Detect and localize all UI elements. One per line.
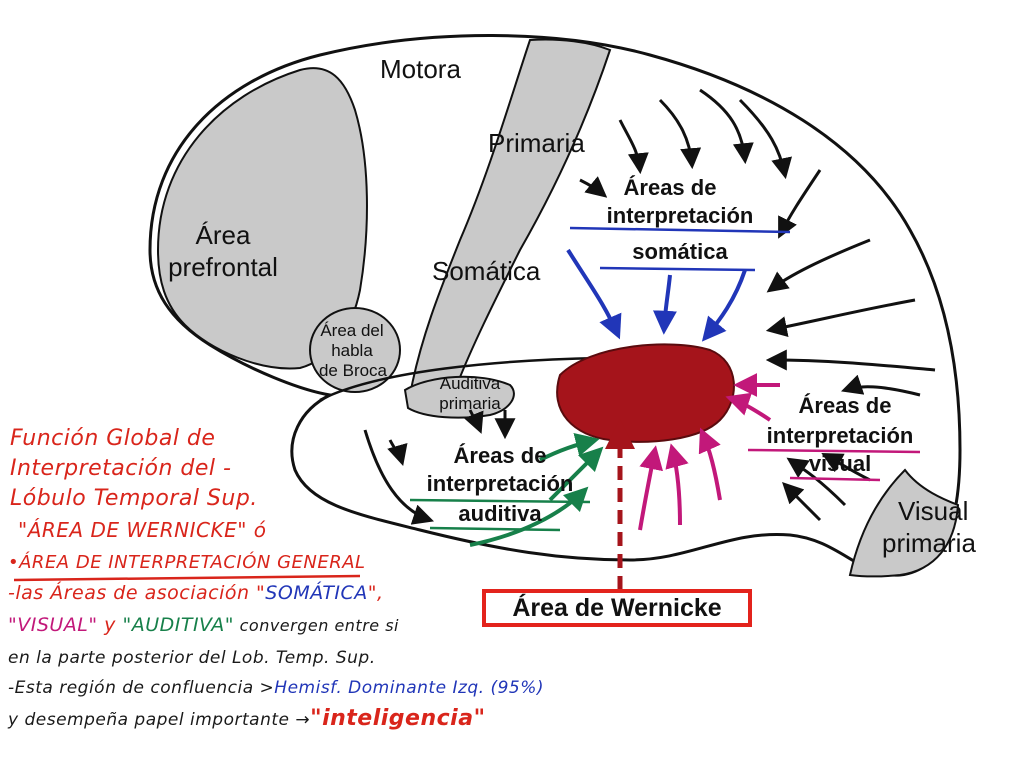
label-broca-1: Área del — [320, 321, 384, 340]
temporal-arrows — [363, 409, 516, 525]
wernicke-label-box: Área de Wernicke — [482, 589, 752, 627]
broca-region — [309, 307, 401, 393]
label-motora: Motora — [380, 54, 461, 84]
note-line-6-a: -las Áreas de asociación " — [8, 582, 266, 604]
label-primaria: Primaria — [488, 128, 585, 158]
note-line-6: -las Áreas de asociación "SOMÁTICA", — [8, 582, 384, 604]
visual-black-arrows — [782, 453, 871, 522]
note-line-9: -Esta región de confluencia >Hemisf. Dom… — [8, 678, 544, 698]
label-auditiva-primaria-2: primaria — [439, 394, 501, 413]
label-interp-visual-3: visual — [808, 451, 872, 476]
label-interp-somatica-2: interpretación — [606, 203, 754, 228]
label-interp-auditiva-2: interpretación — [426, 471, 574, 496]
label-interp-visual-1: Áreas de — [798, 393, 892, 418]
note-line-7-d: convergen entre si — [234, 616, 399, 635]
label-interp-somatica-1: Áreas de — [623, 175, 717, 200]
auditory-arrows — [469, 433, 604, 547]
somatic-arrows — [566, 248, 747, 342]
label-interp-somatica-3: somática — [632, 239, 728, 264]
label-broca-2: habla — [331, 341, 373, 360]
note-line-7: "VISUAL" y "AUDITIVA" convergen entre si — [8, 614, 399, 636]
note-line-4: "ÁREA DE WERNICKE" ó — [18, 518, 267, 542]
label-interp-visual-2: interpretación — [766, 423, 914, 448]
label-prefrontal-2: prefrontal — [168, 252, 278, 282]
label-visual-primaria-1: Visual — [898, 496, 969, 526]
note-line-10-a: y desempeña papel importante → — [8, 710, 311, 730]
note-line-7-a: "VISUAL" — [8, 614, 98, 636]
label-broca-3: de Broca — [318, 361, 388, 380]
note-line-7-c: "AUDITIVA" — [122, 614, 235, 636]
note-line-1: Función Global de — [10, 426, 216, 451]
note-line-2: Interpretación del - — [10, 456, 232, 481]
note-line-9-a: -Esta región de confluencia > — [8, 678, 275, 698]
note-line-8: en la parte posterior del Lob. Temp. Sup… — [8, 648, 376, 668]
label-somatica: Somática — [432, 256, 541, 286]
annotation-underlines — [13, 226, 921, 582]
note-line-3: Lóbulo Temporal Sup. — [10, 486, 258, 511]
label-interp-auditiva-1: Áreas de — [453, 443, 547, 468]
note-line-6-c: ", — [367, 582, 384, 604]
label-interp-auditiva-3: auditiva — [458, 501, 542, 526]
note-line-6-b: SOMÁTICA — [265, 582, 368, 604]
note-line-10-b: "inteligencia" — [310, 706, 486, 731]
visual-primary-region — [848, 468, 960, 578]
auditory-primary-region — [403, 375, 515, 419]
note-line-10: y desempeña papel importante →"inteligen… — [8, 706, 486, 731]
note-line-7-b: y — [97, 614, 123, 636]
note-line-9-b: Hemisf. Dominante Izq. (95%) — [274, 678, 545, 698]
parietal-arrows — [579, 88, 936, 397]
prefrontal-region — [156, 67, 368, 370]
label-auditiva-primaria-1: Auditiva — [439, 374, 501, 393]
note-line-5: •ÁREA DE INTERPRETACIÓN GENERAL — [8, 552, 366, 573]
visual-arrows — [638, 373, 780, 531]
wernicke-area — [556, 343, 735, 443]
label-visual-primaria-2: primaria — [882, 528, 976, 558]
label-prefrontal-1: Área — [195, 220, 251, 250]
temporal-lobe-contour — [319, 356, 601, 402]
